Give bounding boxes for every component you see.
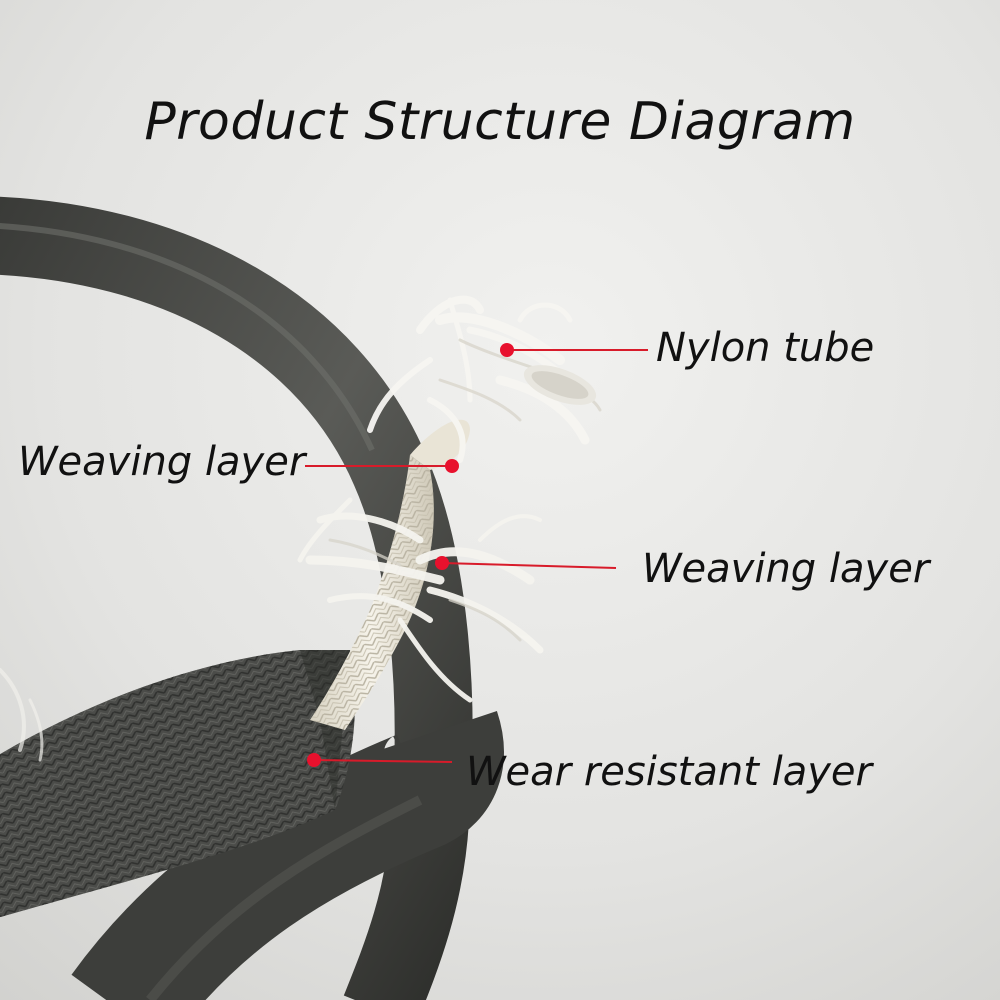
weaving-layer-1-marker: [445, 459, 459, 473]
diagram-title: Product Structure Diagram: [144, 92, 856, 152]
leader-lines: [305, 349, 648, 763]
weaving-layer-2-marker: [435, 556, 449, 570]
weaving-layer-label-2: Weaving layer: [642, 546, 930, 592]
wear-resistant-layer-label: Wear resistant layer: [466, 749, 872, 795]
wear-resistant-layer-marker: [307, 753, 321, 767]
weaving-layer-label-1: Weaving layer: [18, 439, 306, 485]
nylon-tube-marker: [500, 343, 514, 357]
nylon-tube-label: Nylon tube: [656, 325, 875, 371]
